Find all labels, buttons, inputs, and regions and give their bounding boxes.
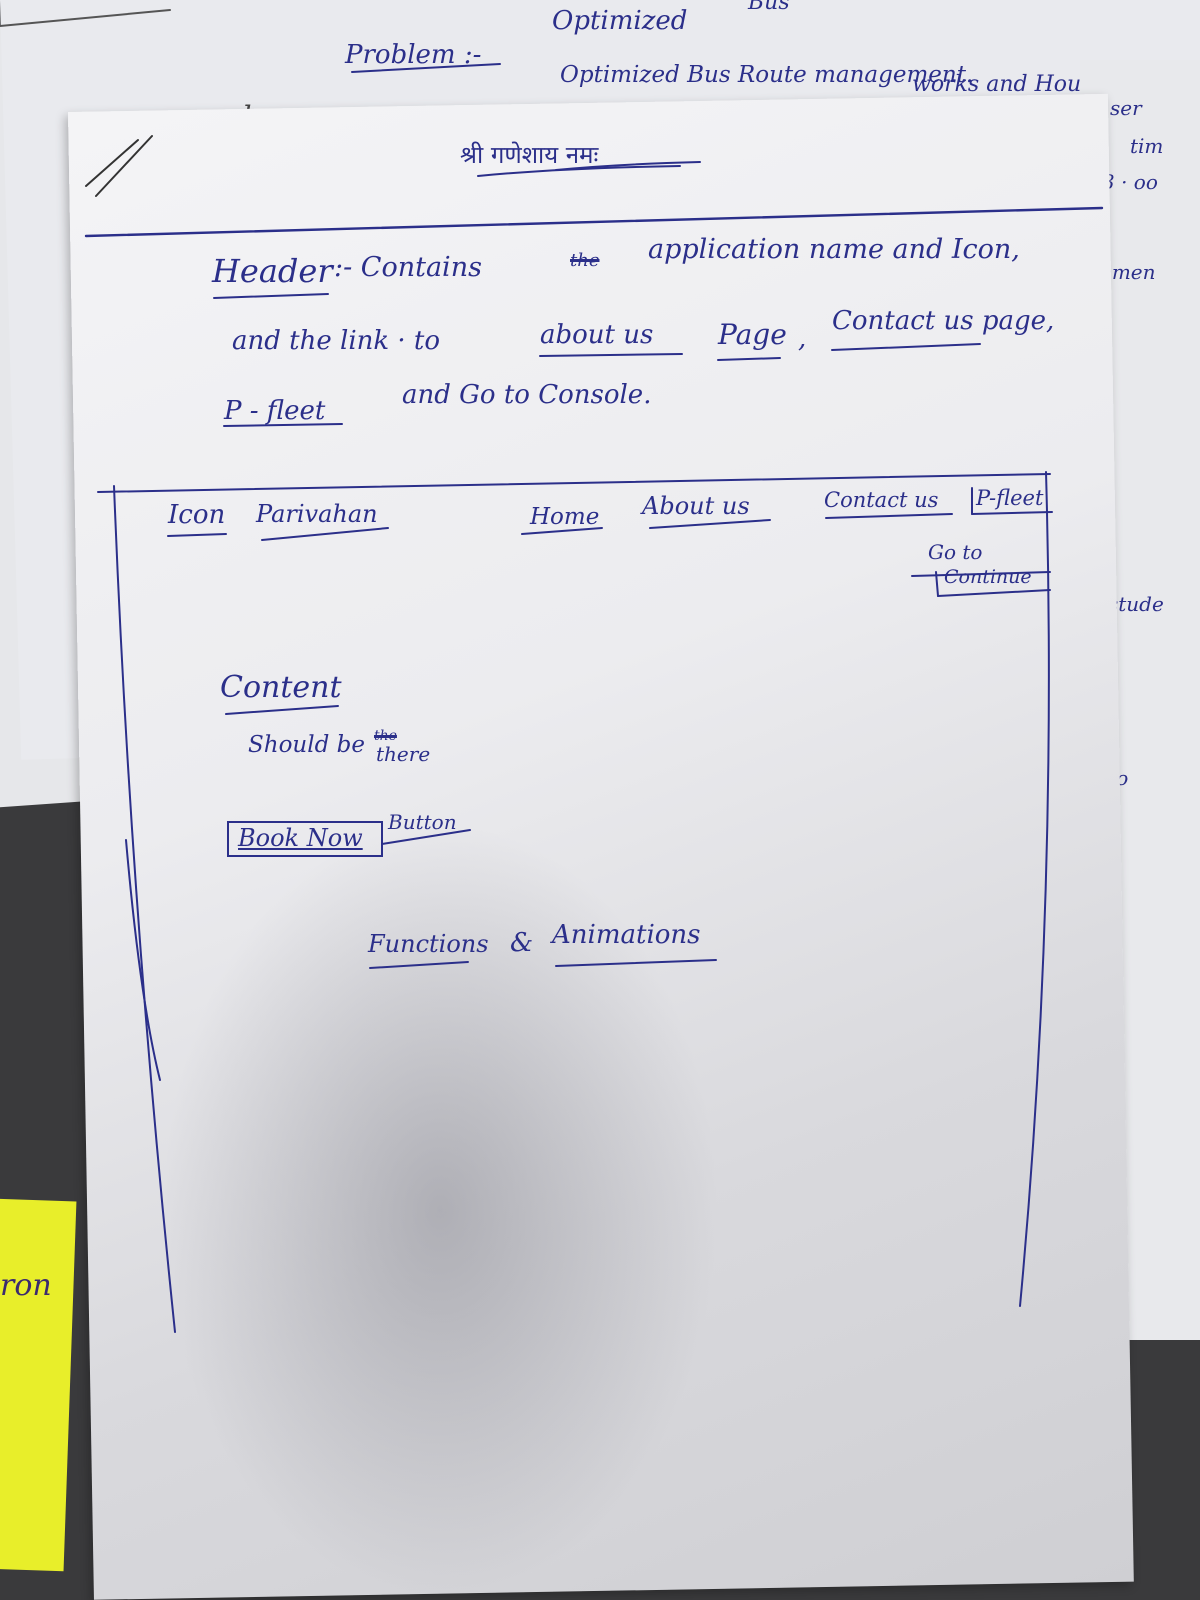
heading-underline-2 bbox=[555, 161, 701, 171]
wireframe-right-edge bbox=[1019, 471, 1050, 1307]
continue-underline bbox=[937, 589, 1051, 597]
content-underline bbox=[225, 705, 339, 715]
wireframe-nav-contact: Contact us bbox=[824, 488, 939, 512]
pfleet-underline bbox=[223, 423, 343, 427]
home-underline bbox=[521, 527, 603, 535]
margin-fragment-5: stude bbox=[1108, 592, 1164, 616]
wireframe-nav-about: About us bbox=[642, 492, 750, 520]
description-line2: and the link · to bbox=[232, 326, 441, 356]
description-comma: , bbox=[798, 324, 807, 354]
wireframe-nav-pfleet: P-fleet bbox=[976, 486, 1044, 510]
continue-box-left bbox=[935, 571, 939, 597]
functions-label: Functions bbox=[368, 930, 489, 958]
problem-line1-word: Optimized bbox=[552, 6, 688, 36]
wireframe-left-stroke bbox=[125, 839, 161, 1081]
goto-underline bbox=[911, 571, 1051, 577]
wireframe-icon-label: Icon bbox=[168, 500, 226, 530]
icon-underline bbox=[167, 533, 227, 537]
wireframe-content-there: there bbox=[376, 742, 431, 766]
description-struck-word: the bbox=[570, 250, 600, 271]
page-top-rule bbox=[84, 206, 1104, 238]
ampersand-label: & bbox=[510, 928, 534, 958]
parivahan-underline bbox=[261, 527, 389, 541]
functions-underline bbox=[369, 961, 469, 969]
wireframe-content-note: Should be bbox=[248, 732, 365, 758]
double-slash-2 bbox=[95, 135, 153, 197]
about-us-underline bbox=[649, 519, 771, 529]
hand-shadow bbox=[160, 820, 720, 1600]
description-contains: :- Contains bbox=[334, 252, 482, 283]
margin-fragment-3: 3 · oo bbox=[1102, 170, 1158, 194]
wireframe-top-edge bbox=[97, 473, 1051, 493]
button-underline bbox=[381, 829, 471, 845]
sticky-note-text: ron bbox=[0, 1268, 52, 1303]
margin-fragment-1: ser bbox=[1110, 96, 1142, 120]
animations-underline bbox=[555, 959, 717, 967]
problem-line1-tail: Bus bbox=[748, 0, 790, 15]
pfleet-nav-underline bbox=[971, 511, 1053, 515]
wireframe-nav-home: Home bbox=[530, 504, 600, 530]
wireframe-content-struck: the bbox=[374, 728, 397, 744]
about-underline bbox=[539, 353, 683, 357]
book-now-box bbox=[227, 821, 383, 857]
contact-underline bbox=[831, 343, 981, 351]
description-link-contact: Contact us page, bbox=[832, 306, 1055, 336]
header-underline bbox=[213, 293, 329, 299]
animations-label: Animations bbox=[552, 920, 701, 950]
description-pfleet: P - fleet bbox=[224, 396, 326, 426]
problem-label: Problem :- bbox=[345, 40, 482, 70]
problem-line2: Optimized Bus Route management. bbox=[560, 62, 974, 88]
double-slash-1 bbox=[85, 139, 139, 187]
wireframe-left-edge bbox=[113, 485, 176, 1333]
problem-line3: works and Hou bbox=[912, 72, 1082, 97]
margin-fragment-2: tim bbox=[1130, 134, 1164, 158]
wireframe-continue-label: Continue bbox=[944, 566, 1032, 588]
wireframe-goto-label: Go to bbox=[928, 540, 983, 564]
book-now-suffix: Button bbox=[388, 810, 457, 834]
contact-us-underline bbox=[825, 513, 953, 519]
wireframe-content-title: Content bbox=[220, 670, 342, 705]
page-heading: श्री गणेशाय नमः bbox=[460, 141, 599, 169]
description-header-word: Header bbox=[212, 252, 333, 290]
problem-underline bbox=[351, 63, 501, 73]
description-link-page: Page bbox=[718, 318, 787, 351]
description-line3-rest: and Go to Console. bbox=[402, 380, 652, 410]
description-line1-end: application name and Icon, bbox=[648, 234, 1020, 265]
description-link-about: about us bbox=[540, 320, 654, 350]
book-now-label: Book Now bbox=[238, 824, 363, 852]
wireframe-app-name: Parivahan bbox=[256, 500, 378, 528]
top-sheet-rule bbox=[0, 9, 171, 27]
page-underline bbox=[717, 357, 781, 361]
